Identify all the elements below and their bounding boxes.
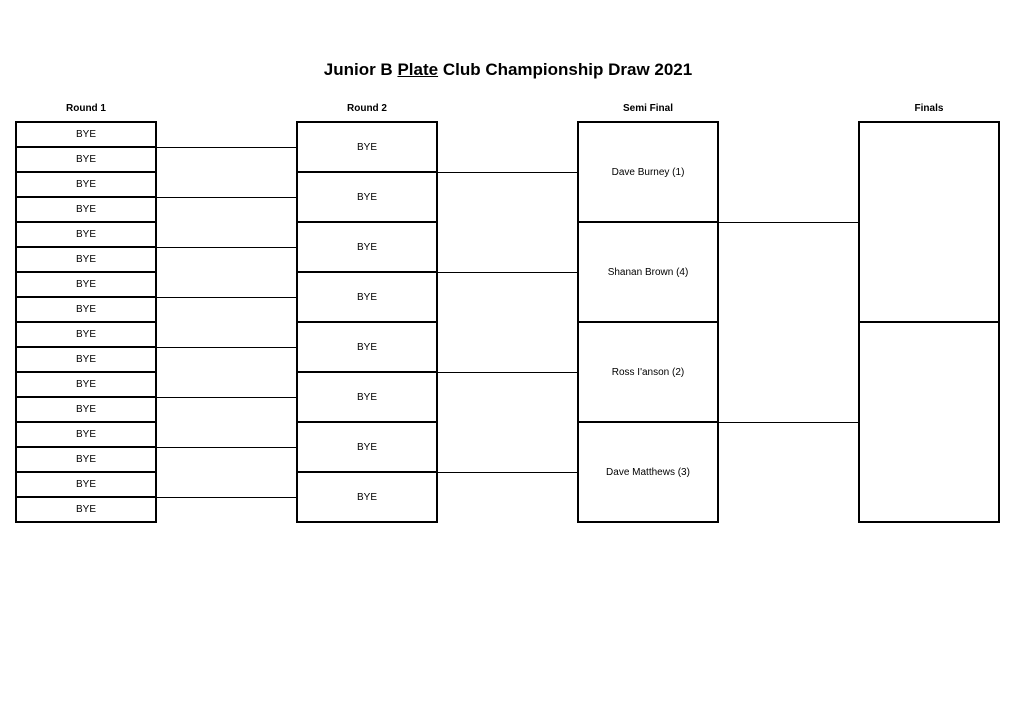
connector-line: [157, 347, 296, 348]
round-1-slot-1: BYE: [15, 121, 157, 148]
connector-line: [438, 472, 577, 473]
connector-line: [719, 222, 858, 223]
round-1-slot-6: BYE: [15, 246, 157, 273]
round-1-slot-12: BYE: [15, 396, 157, 423]
round-1-slot-8: BYE: [15, 296, 157, 323]
round-2-header: Round 2: [347, 103, 387, 114]
finals-header: Finals: [914, 103, 944, 114]
semi-final-slot-4: Dave Matthews (3): [577, 421, 719, 523]
title-part-1: Junior B: [323, 60, 393, 79]
round-1-slot-16: BYE: [15, 496, 157, 523]
connector-line: [157, 497, 296, 498]
finals-slot-1: [858, 121, 1000, 323]
connector-line: [157, 247, 296, 248]
round-2-slot-7: BYE: [296, 421, 438, 473]
round-1-slot-11: BYE: [15, 371, 157, 398]
round-1-slot-14: BYE: [15, 446, 157, 473]
round-2-slot-6: BYE: [296, 371, 438, 423]
connector-line: [438, 372, 577, 373]
round-1-header: Round 1: [66, 103, 106, 114]
round-2-slot-8: BYE: [296, 471, 438, 523]
round-1-slot-9: BYE: [15, 321, 157, 348]
connector-line: [719, 422, 858, 423]
page-title: Junior B Plate Club Championship Draw 20…: [0, 60, 1016, 80]
connector-line: [438, 272, 577, 273]
connector-line: [157, 397, 296, 398]
connector-line: [157, 197, 296, 198]
connector-line: [157, 297, 296, 298]
round-1-slot-7: BYE: [15, 271, 157, 298]
round-1-slot-13: BYE: [15, 421, 157, 448]
semi-final-slot-1: Dave Burney (1): [577, 121, 719, 223]
round-1-slot-5: BYE: [15, 221, 157, 248]
title-underlined: Plate: [397, 60, 439, 79]
connector-line: [438, 172, 577, 173]
finals-slot-2: [858, 321, 1000, 523]
round-1-slot-2: BYE: [15, 146, 157, 173]
round-2-slot-5: BYE: [296, 321, 438, 373]
round-2-slot-4: BYE: [296, 271, 438, 323]
round-2-slot-3: BYE: [296, 221, 438, 273]
connector-line: [157, 447, 296, 448]
round-1-slot-3: BYE: [15, 171, 157, 198]
semi-final-slot-2: Shanan Brown (4): [577, 221, 719, 323]
round-2-slot-1: BYE: [296, 121, 438, 173]
round-1-slot-15: BYE: [15, 471, 157, 498]
round-2-slot-2: BYE: [296, 171, 438, 223]
round-1-slot-4: BYE: [15, 196, 157, 223]
round-1-slot-10: BYE: [15, 346, 157, 373]
semi-final-slot-3: Ross I'anson (2): [577, 321, 719, 423]
title-part-2: Club Championship Draw 2021: [442, 60, 693, 79]
semi-final-header: Semi Final: [622, 103, 673, 114]
connector-line: [157, 147, 296, 148]
